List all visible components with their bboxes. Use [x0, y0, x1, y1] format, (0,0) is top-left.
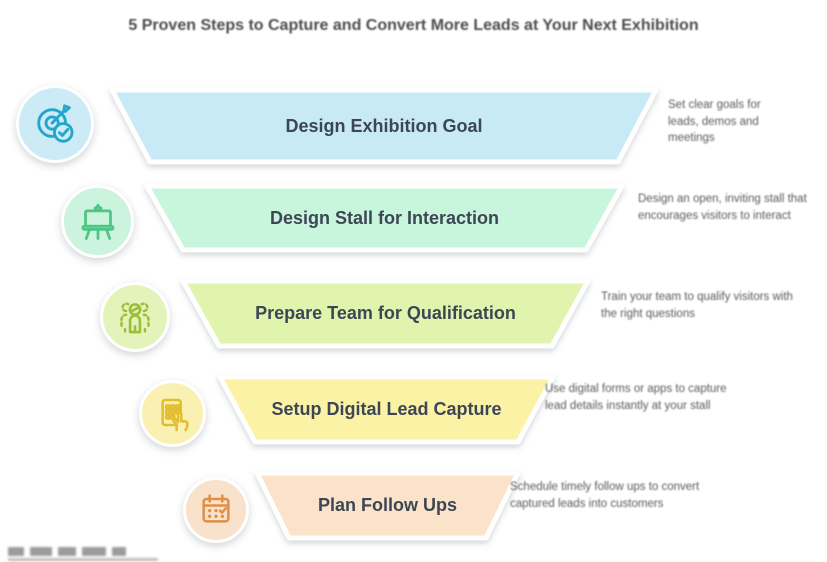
- funnel-bar-1: [109, 87, 659, 165]
- page-title: 5 Proven Steps to Capture and Convert Mo…: [128, 17, 699, 34]
- step5-description: Schedule timely follow ups to convert ca…: [510, 481, 700, 510]
- step4-description: Use digital forms or apps to capture lea…: [545, 383, 727, 412]
- team-icon: [114, 296, 156, 338]
- funnel-bar-5: [254, 470, 521, 541]
- step5-label: Plan Follow Ups: [317, 495, 457, 515]
- target-check-icon: [32, 101, 78, 147]
- step1-label: Design Exhibition Goal: [285, 115, 483, 136]
- step4-icon-circle: [139, 380, 206, 447]
- watermark: [8, 547, 160, 561]
- funnel-bar-2: [144, 183, 625, 253]
- step1-description: Set clear goals for leads, demos and mee…: [668, 99, 761, 145]
- step2-label: Design Stall for Interaction: [269, 207, 500, 228]
- step3-label: Prepare Team for Qualification: [255, 303, 516, 323]
- step3-icon-circle: [100, 282, 170, 352]
- lead-capture-device-icon: [153, 394, 193, 434]
- calendar-check-icon: [196, 490, 236, 530]
- step5-icon-circle: [183, 477, 249, 543]
- easel-board-icon: [76, 200, 120, 244]
- funnel-bar-3: [180, 278, 591, 349]
- step3-description: Train your team to qualify visitors with…: [601, 291, 793, 320]
- step2-description: Design an open, inviting stall that enco…: [638, 193, 807, 222]
- step1-icon-circle: [16, 85, 94, 163]
- step2-icon-circle: [61, 185, 134, 258]
- funnel-bar-4: [217, 374, 556, 445]
- step4-label: Setup Digital Lead Capture: [271, 399, 502, 419]
